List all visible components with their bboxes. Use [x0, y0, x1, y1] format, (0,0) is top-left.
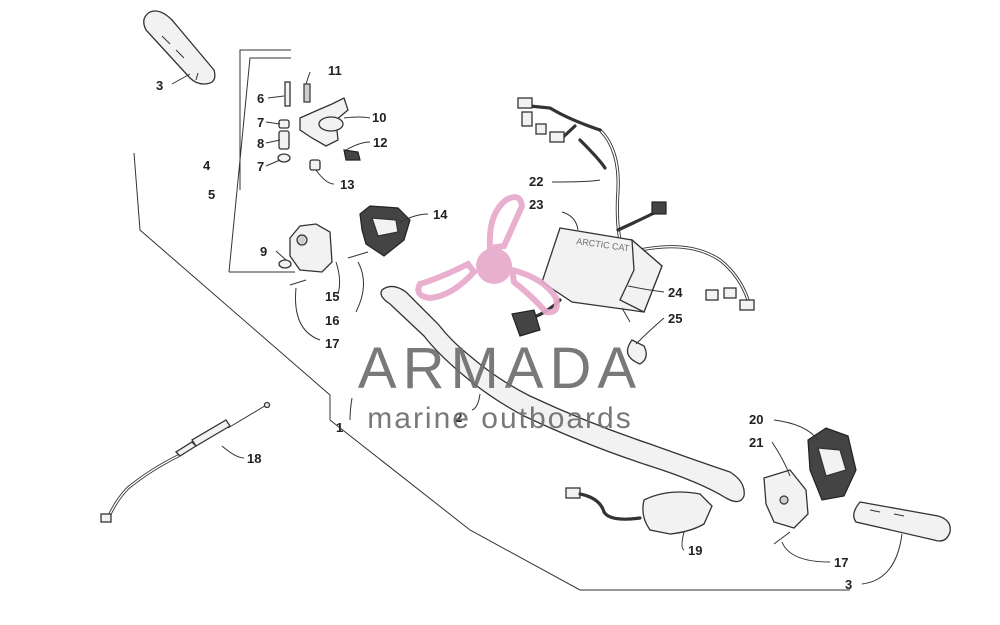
callout-15: 15 [325, 289, 339, 304]
watermark-name: ARMADA [358, 336, 642, 401]
left-throttle-assembly [277, 81, 411, 286]
callout-17-right: 17 [834, 555, 848, 570]
callout-3-right: 3 [845, 577, 852, 592]
callout-11: 11 [328, 63, 342, 78]
callout-24: 24 [668, 285, 683, 300]
callout-9: 9 [260, 244, 267, 259]
watermark-tagline: marine outboards [367, 402, 632, 435]
callout-19: 19 [688, 543, 702, 558]
callout-3-left: 3 [156, 78, 163, 93]
callout-7-upper: 7 [257, 115, 264, 130]
callout-14: 14 [433, 207, 448, 222]
leader-lines [171, 71, 903, 585]
callout-20: 20 [749, 412, 763, 427]
callout-17-left: 17 [325, 336, 339, 351]
watermark: ARMADA marine outboards [358, 194, 642, 435]
callout-5: 5 [208, 187, 215, 202]
wiring-harness [511, 97, 755, 337]
callout-25: 25 [668, 311, 682, 326]
callout-10: 10 [372, 110, 386, 125]
callout-18: 18 [247, 451, 261, 466]
callouts: 3 6 11 7 10 8 12 4 7 13 5 14 22 23 9 15 … [156, 63, 852, 592]
callout-1: 1 [336, 420, 343, 435]
clip [626, 339, 647, 365]
left-grip [143, 10, 216, 85]
callout-4: 4 [203, 158, 211, 173]
callout-22: 22 [529, 174, 543, 189]
callout-12: 12 [373, 135, 387, 150]
callout-2: 2 [455, 410, 462, 425]
callout-16: 16 [325, 313, 339, 328]
callout-21: 21 [749, 435, 763, 450]
callout-8: 8 [257, 136, 264, 151]
callout-6: 6 [257, 91, 264, 106]
sensor-assembly [565, 487, 713, 535]
callout-23: 23 [529, 197, 543, 212]
propeller-logo [415, 194, 560, 316]
control-box: ARCTIC CAT [541, 227, 663, 323]
callout-7-lower: 7 [257, 159, 264, 174]
frame-lines [133, 49, 850, 591]
right-switch-assembly [763, 427, 857, 545]
callout-13: 13 [340, 177, 354, 192]
handlebar [380, 285, 745, 503]
throttle-cable [100, 401, 271, 523]
right-grip [853, 501, 951, 542]
propeller-hub [476, 248, 512, 284]
